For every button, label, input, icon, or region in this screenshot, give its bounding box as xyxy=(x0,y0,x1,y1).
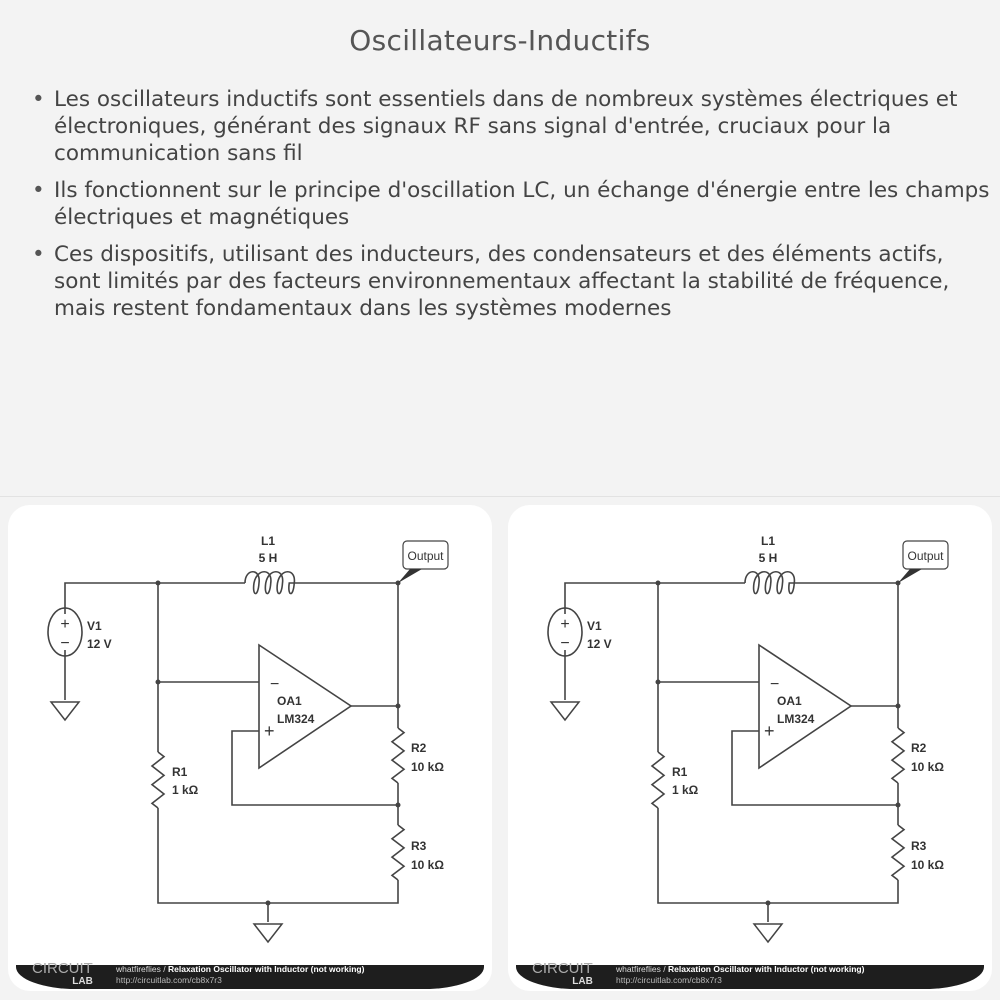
minus-sign: − xyxy=(560,635,569,652)
output-label-box xyxy=(902,540,949,570)
circuit-url[interactable]: http://circuitlab.com/cb8x7r3 xyxy=(616,975,722,985)
r1-value: 1 kΩ xyxy=(672,783,699,797)
junction-dot xyxy=(155,580,161,586)
circuit-title: Relaxation Oscillator with Inductor (not… xyxy=(167,964,365,974)
logo-text: LAB xyxy=(572,976,593,987)
opamp-name: OA1 xyxy=(777,694,802,708)
opamp-plus: + xyxy=(264,721,275,741)
credit: whatfireflies / Relaxation Oscillator wi… xyxy=(116,964,364,986)
ground-icon xyxy=(252,923,284,944)
wire xyxy=(64,582,245,614)
inductor-name: L1 xyxy=(761,534,775,548)
voltage-source-v1 xyxy=(547,607,583,657)
bullet-list: Les oscillateurs inductifs sont essentie… xyxy=(30,86,990,332)
wire xyxy=(731,730,898,806)
junction-dot xyxy=(395,703,401,709)
opamp-model: LM324 xyxy=(277,712,315,726)
opamp-model: LM324 xyxy=(777,712,815,726)
output-label: Output xyxy=(907,549,944,563)
opamp-name: OA1 xyxy=(277,694,302,708)
r3-name: R3 xyxy=(411,839,427,853)
bullet-item: Les oscillateurs inductifs sont essentie… xyxy=(30,86,990,167)
bullet-item: Ils fonctionnent sur le principe d'oscil… xyxy=(30,177,990,231)
resistor-r1 xyxy=(150,751,166,809)
plus-sign: + xyxy=(60,616,69,633)
r2-name: R2 xyxy=(411,741,427,755)
wire xyxy=(564,582,745,614)
source-value: 12 V xyxy=(87,637,112,651)
ground-icon xyxy=(752,923,784,944)
resistor-r3 xyxy=(890,824,906,881)
separator: / xyxy=(660,964,668,974)
r1-name: R1 xyxy=(172,765,188,779)
junction-dot xyxy=(155,679,161,685)
credit: whatfireflies / Relaxation Oscillator wi… xyxy=(616,964,864,986)
resistor-r2 xyxy=(390,727,406,784)
resistor-r1 xyxy=(650,751,666,809)
author: whatfireflies xyxy=(116,964,161,974)
source-value: 12 V xyxy=(587,637,612,651)
inductor-value: 5 H xyxy=(759,551,778,565)
r1-value: 1 kΩ xyxy=(172,783,199,797)
logo-text: CIRCUIT xyxy=(32,960,93,977)
minus-sign: − xyxy=(60,635,69,652)
circuit-title: Relaxation Oscillator with Inductor (not… xyxy=(667,964,865,974)
logo-text: LAB xyxy=(72,976,93,987)
circuit-url[interactable]: http://circuitlab.com/cb8x7r3 xyxy=(116,975,222,985)
ground-icon xyxy=(549,701,581,722)
junction-dot xyxy=(895,802,901,808)
junction-dot xyxy=(265,900,271,906)
output-label: Output xyxy=(407,549,444,563)
resistor-r3 xyxy=(390,824,406,881)
opamp-oa1 xyxy=(758,643,853,770)
inductor-l1 xyxy=(244,570,296,595)
r3-value: 10 kΩ xyxy=(911,858,944,872)
author: whatfireflies xyxy=(616,964,661,974)
page-title: Oscillateurs-Inductifs xyxy=(349,24,651,57)
divider xyxy=(0,496,1000,497)
r2-value: 10 kΩ xyxy=(411,760,444,774)
r3-name: R3 xyxy=(911,839,927,853)
junction-dot xyxy=(395,802,401,808)
ground-icon xyxy=(49,701,81,722)
source-name: V1 xyxy=(87,619,102,633)
voltage-source-v1 xyxy=(47,607,83,657)
junction-dot xyxy=(895,703,901,709)
opamp-minus: − xyxy=(270,676,279,693)
r1-name: R1 xyxy=(672,765,688,779)
junction-dot xyxy=(655,580,661,586)
output-pointer xyxy=(398,569,422,583)
inductor-name: L1 xyxy=(261,534,275,548)
separator: / xyxy=(160,964,168,974)
opamp-minus: − xyxy=(770,676,779,693)
junction-dot xyxy=(765,900,771,906)
wire xyxy=(657,808,899,904)
logo-text: CIRCUIT xyxy=(532,960,593,977)
inductor-value: 5 H xyxy=(259,551,278,565)
inductor-l1 xyxy=(744,570,796,595)
plus-sign: + xyxy=(560,616,569,633)
r3-value: 10 kΩ xyxy=(411,858,444,872)
source-name: V1 xyxy=(587,619,602,633)
resistor-r2 xyxy=(890,727,906,784)
junction-dot xyxy=(655,679,661,685)
bullet-item: Ces dispositifs, utilisant des inducteur… xyxy=(30,241,990,322)
output-label-box xyxy=(402,540,449,570)
opamp-oa1 xyxy=(258,643,353,770)
r2-value: 10 kΩ xyxy=(911,760,944,774)
opamp-plus: + xyxy=(764,721,775,741)
wire xyxy=(157,808,399,904)
r2-name: R2 xyxy=(911,741,927,755)
output-pointer xyxy=(898,569,922,583)
wire xyxy=(231,730,398,806)
